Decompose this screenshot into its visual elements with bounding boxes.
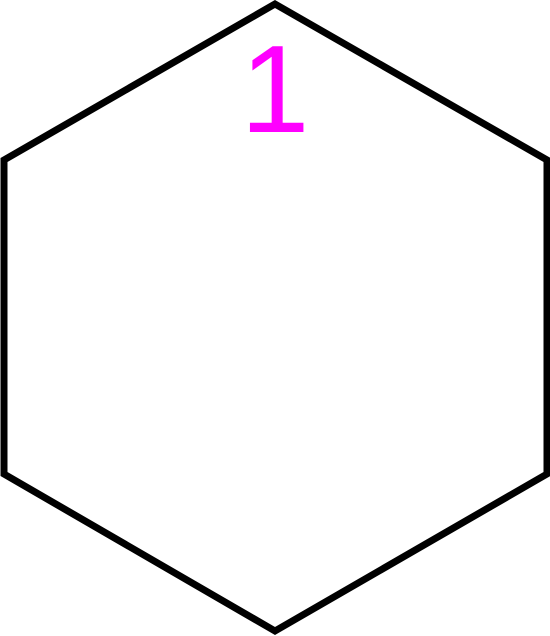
hexagon-number-label: 1 (240, 21, 310, 159)
